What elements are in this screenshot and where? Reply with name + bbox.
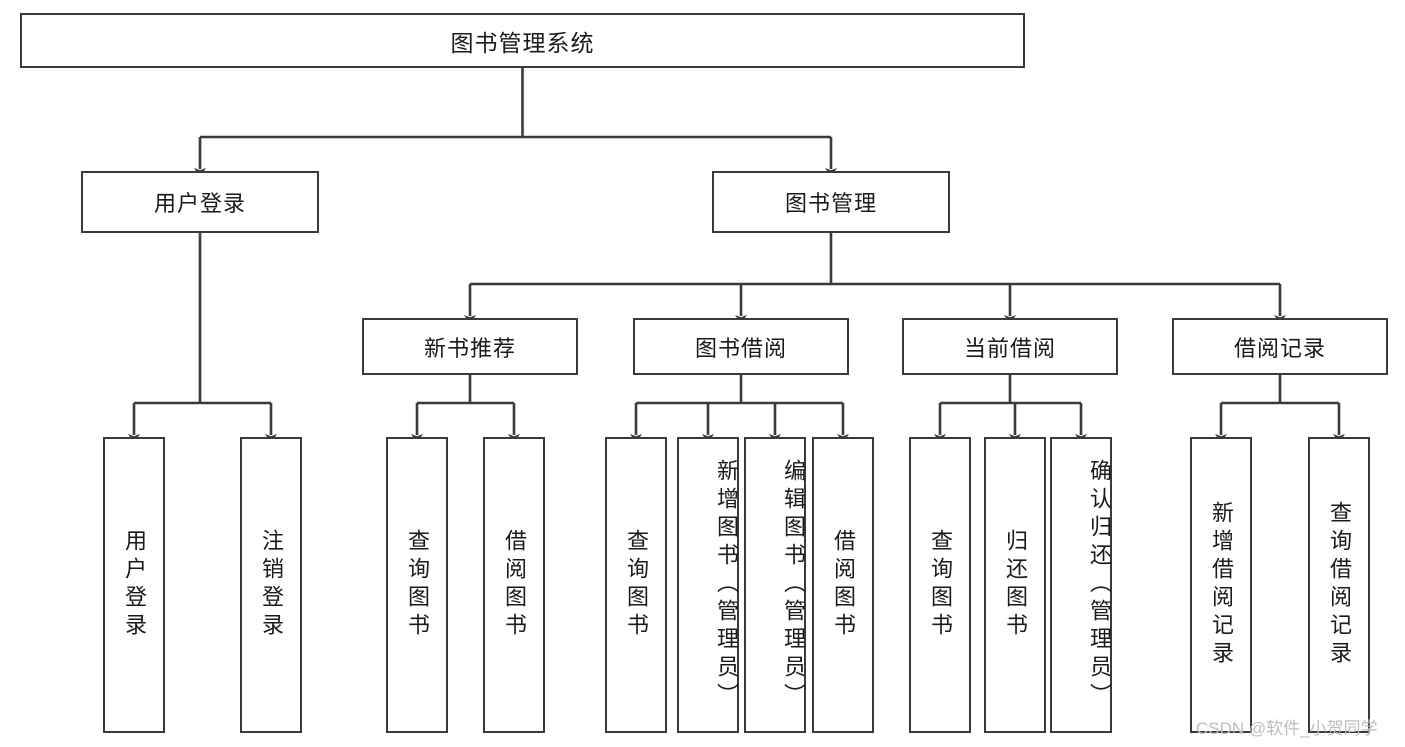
node-label: 借阅记录 <box>1233 335 1326 361</box>
node-book-borrow[interactable]: 图书借阅 <box>633 318 849 375</box>
node-leaf-edit-book-admin[interactable]: 编辑图书（管理员） <box>744 437 806 733</box>
node-root[interactable]: 图书管理系统 <box>20 13 1025 68</box>
node-label: 用户登录 <box>153 191 246 216</box>
node-new-book-recommend[interactable]: 新书推荐 <box>362 318 578 375</box>
node-label: 归还图书 <box>1003 529 1028 641</box>
node-book-manage[interactable]: 图书管理 <box>712 171 950 233</box>
node-leaf-borrow-book-2[interactable]: 借阅图书 <box>812 437 874 733</box>
node-label: 用户登录 <box>122 529 147 641</box>
node-current-borrow[interactable]: 当前借阅 <box>902 318 1118 375</box>
node-leaf-borrow-book-1[interactable]: 借阅图书 <box>483 437 545 733</box>
watermark: CSDN @软件_小贺同学 <box>1196 719 1378 738</box>
node-leaf-add-book-admin[interactable]: 新增图书（管理员） <box>677 437 739 733</box>
node-leaf-return-book[interactable]: 归还图书 <box>984 437 1046 733</box>
node-leaf-query-book-2[interactable]: 查询图书 <box>605 437 667 733</box>
node-leaf-add-borrow-record[interactable]: 新增借阅记录 <box>1190 437 1252 733</box>
node-label: 图书借阅 <box>694 335 787 361</box>
node-label: 借阅图书 <box>831 529 856 641</box>
node-borrow-record[interactable]: 借阅记录 <box>1172 318 1388 375</box>
node-leaf-confirm-return-admin[interactable]: 确认归还（管理员） <box>1050 437 1112 733</box>
node-label: 确认归还（管理员） <box>1087 459 1112 711</box>
node-leaf-query-borrow-record[interactable]: 查询借阅记录 <box>1308 437 1370 733</box>
node-label: 图书管理 <box>784 191 877 216</box>
node-label: 编辑图书（管理员） <box>781 459 806 711</box>
node-label: 查询借阅记录 <box>1327 501 1352 669</box>
node-label: 查询图书 <box>405 529 430 641</box>
node-label: 新书推荐 <box>423 335 516 361</box>
node-leaf-query-book-1[interactable]: 查询图书 <box>386 437 448 733</box>
node-leaf-user-login[interactable]: 用户登录 <box>103 437 165 733</box>
node-label: 图书管理系统 <box>450 29 595 56</box>
node-label: 查询图书 <box>928 529 953 641</box>
node-label: 注销登录 <box>259 529 284 641</box>
node-label: 新增借阅记录 <box>1209 501 1234 669</box>
node-user-login[interactable]: 用户登录 <box>81 171 319 233</box>
node-label: 当前借阅 <box>963 335 1056 361</box>
node-label: 借阅图书 <box>502 529 527 641</box>
node-label: 新增图书（管理员） <box>714 459 739 711</box>
node-label: 查询图书 <box>624 529 649 641</box>
node-leaf-query-book-3[interactable]: 查询图书 <box>909 437 971 733</box>
node-leaf-logout-login[interactable]: 注销登录 <box>240 437 302 733</box>
